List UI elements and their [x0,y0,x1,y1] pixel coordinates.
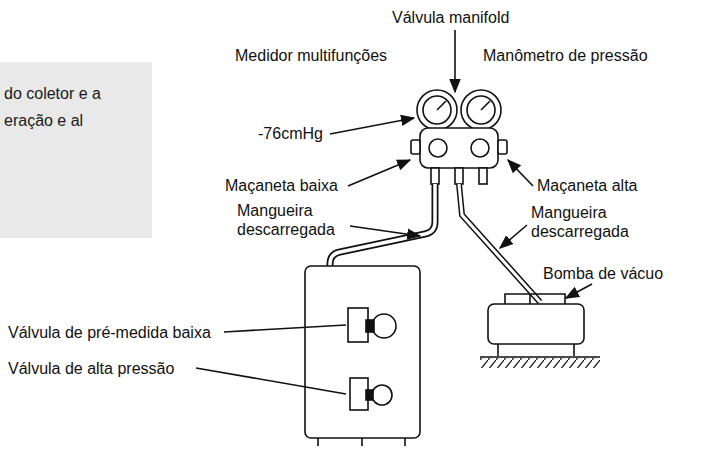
leader-line [566,284,592,298]
manifold-body [420,128,498,168]
leader-line [350,226,420,236]
leader-line [454,30,456,92]
part-label: Maçaneta baixa [225,176,338,195]
gauge [461,90,501,130]
part-label: Medidor multifunções [235,46,387,65]
leader-line [330,118,414,134]
outdoor-unit [305,266,420,438]
gauge [417,90,457,130]
gauge-face [467,96,495,124]
leader-line [508,160,533,186]
leader-line [500,225,527,248]
knob [498,140,507,154]
part-label: Mangueira descarregada [237,201,349,239]
ground [480,356,600,358]
leader-line [196,368,346,394]
vacuum-pump [488,304,584,344]
part-label: Válvula de alta pressão [8,359,174,378]
part-label: Bomba de vácuo [543,264,663,283]
part-label: -76cmHg [258,124,323,143]
part-label: Mangueira descarregada [531,203,643,241]
leader-line [224,325,346,332]
note-panel: do coletor e a eração e al [0,62,152,238]
hose [459,184,540,302]
note-text: do coletor e a eração e al [4,62,144,134]
part-label: Maçaneta alta [537,176,638,195]
knob [411,140,420,154]
low-valve [348,308,368,342]
part-label: Manômetro de pressão [483,46,648,65]
gauge-face [423,96,451,124]
part-label: Válvula manifold [392,8,509,27]
part-label: Válvula de pré-medida baixa [8,323,211,342]
leader-line [348,160,410,186]
